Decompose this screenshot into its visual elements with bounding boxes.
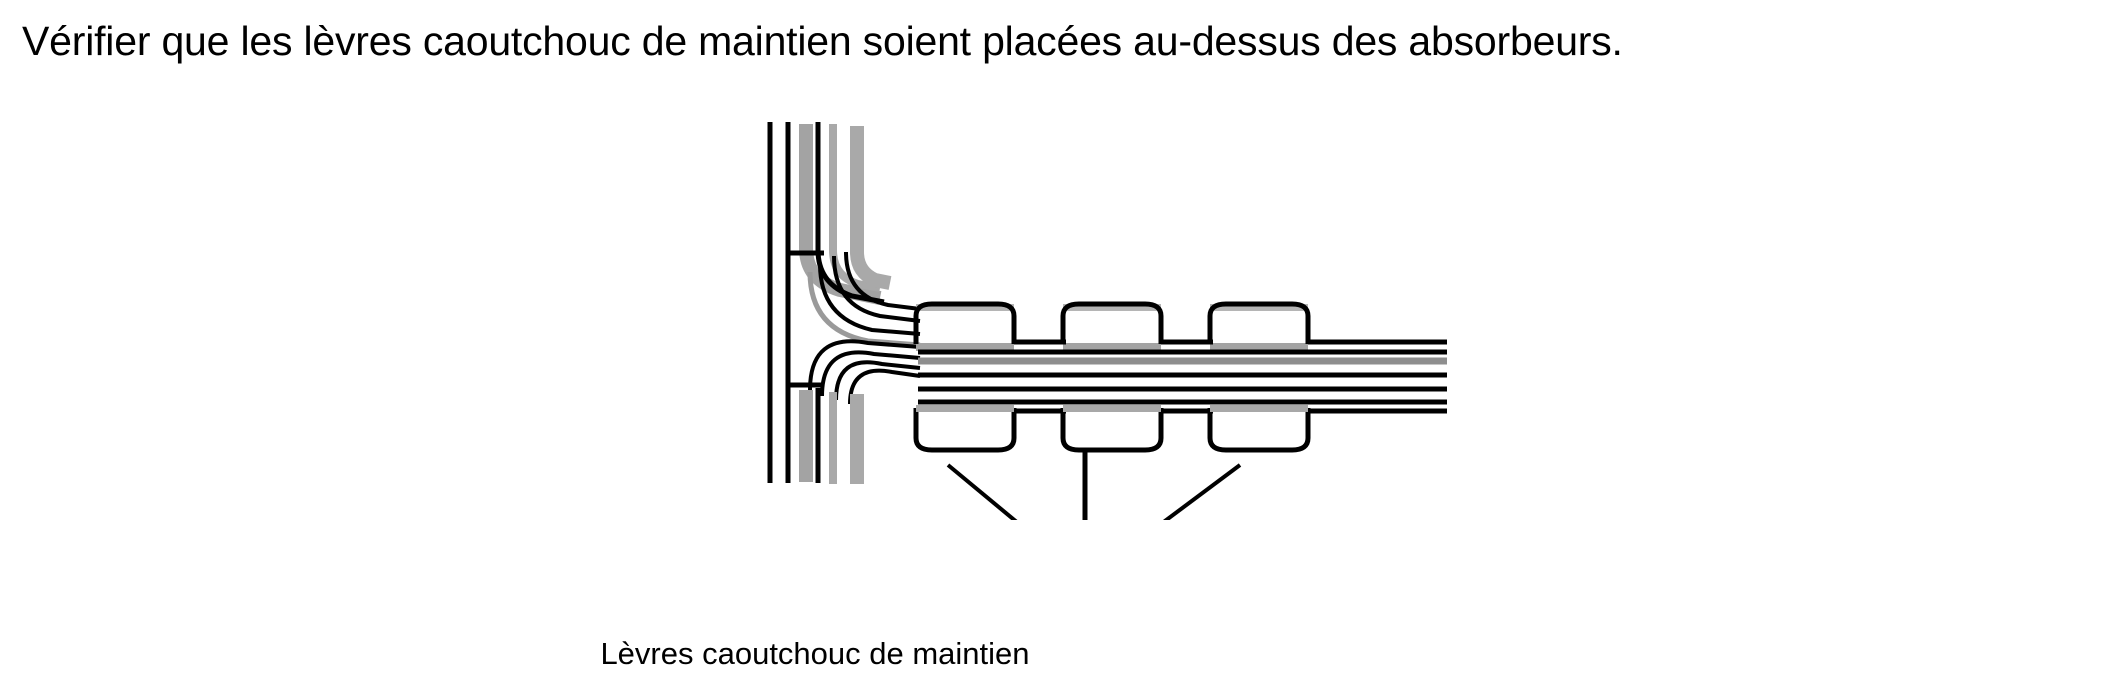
figure-drawing [767,122,1447,520]
upper-corner-curves [807,251,921,348]
lower-corner-curves [808,339,921,405]
leader-line-left [946,463,1018,520]
upper-rail-gray-backing [916,304,1308,351]
technical-figure: Lèvres caoutchouc de maintien [0,100,2126,671]
lower-lips-group [913,408,1311,453]
lip-upper-3 [1207,301,1311,344]
figure-caption: Lèvres caoutchouc de maintien [600,636,1030,671]
central-absorber-band [918,349,1447,405]
page-root: Vérifier que les lèvres caoutchouc de ma… [0,18,2126,671]
instruction-text: Vérifier que les lèvres caoutchouc de ma… [22,18,1623,64]
lip-lower-2 [1060,408,1164,453]
leader-line-right [1162,463,1242,520]
vertical-post-outline [767,122,791,364]
upper-lips-group [913,301,1311,344]
lip-lower-1 [913,408,1017,453]
lip-lower-3 [1207,408,1311,453]
callout-leader-lines [946,452,1242,520]
lower-rail-gray-backing [916,405,1308,412]
lip-upper-1 [913,301,1017,344]
lip-upper-2 [1060,301,1164,344]
vertical-post-lower [767,364,864,484]
